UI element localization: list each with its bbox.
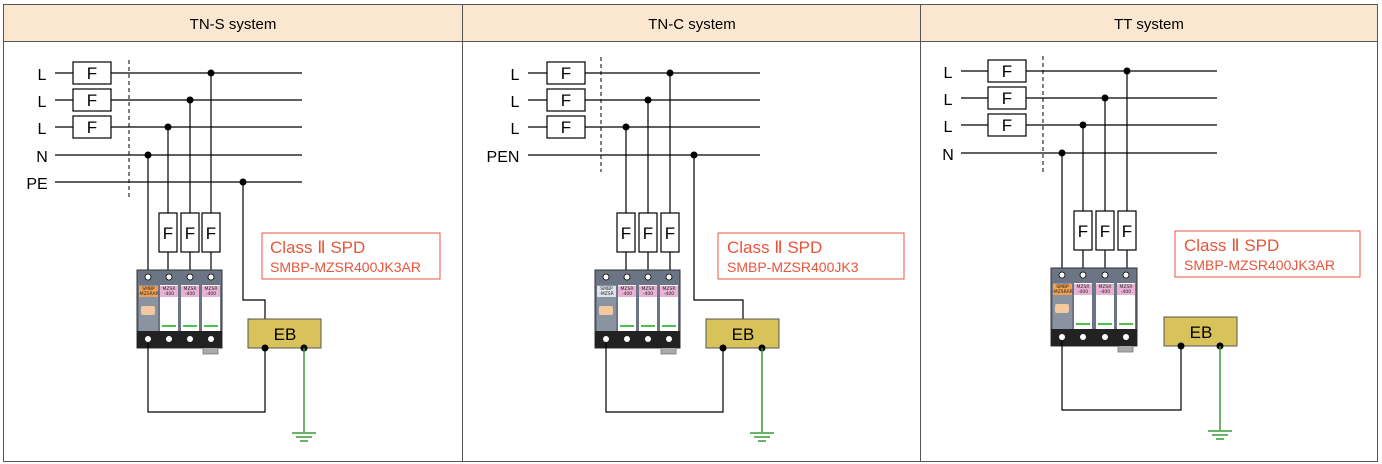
line-label-l2: L — [511, 94, 520, 111]
line-fuse: F — [72, 61, 112, 85]
panel-header — [463, 5, 920, 41]
svg-text:F: F — [561, 91, 571, 110]
svg-text:F: F — [665, 224, 675, 243]
svg-text:F: F — [1078, 222, 1088, 241]
line-label-pe: PE — [26, 176, 47, 193]
module-label: MZSR-400 — [1099, 284, 1112, 295]
svg-text:F: F — [87, 118, 97, 137]
spd-device: SMBP-MZSRAR MZSR-400 MZSR-400 MZSR-400 — [1050, 267, 1138, 353]
drop-fuse: F — [158, 212, 178, 253]
svg-text:F: F — [561, 118, 571, 137]
line-fuse: F — [987, 59, 1027, 83]
module-label: MZSR-400 — [1077, 284, 1090, 295]
drop-fuse: F — [1073, 210, 1093, 251]
drop-fuse: F — [638, 212, 658, 253]
svg-text:F: F — [206, 224, 216, 243]
drop-wires — [622, 69, 744, 321]
module-label: MZSR-400 — [642, 286, 655, 297]
equipotential-bar: EB — [1061, 316, 1238, 411]
line-fuse: F — [987, 113, 1027, 137]
outer-frame — [3, 4, 1378, 462]
drop-fuse: F — [660, 212, 680, 253]
equipotential-bar: EB — [147, 318, 322, 413]
spd-model: SMBP-MZSR400JK3AR — [1184, 257, 1335, 273]
line-fuse: F — [72, 115, 112, 139]
line-label-l1: L — [944, 65, 953, 82]
svg-text:F: F — [643, 224, 653, 243]
panel-title: TT system — [1114, 16, 1184, 33]
panel-title: TN-S system — [190, 16, 277, 33]
ground-icon — [750, 348, 774, 442]
line-label-l3: L — [511, 121, 520, 138]
spd-model: SMBP-MZSR400JK3AR — [270, 259, 421, 275]
line-label-l1: L — [511, 67, 520, 84]
line-label-n: N — [942, 147, 954, 164]
line-label-l1: L — [38, 67, 47, 84]
ground-icon — [292, 348, 316, 442]
panel-header — [4, 5, 462, 41]
drop-wires — [144, 69, 266, 321]
panel-title: TN-C system — [648, 16, 736, 33]
line-fuse: F — [72, 88, 112, 112]
line-fuse: F — [546, 115, 586, 139]
module-label: MZSR-400 — [163, 286, 176, 297]
module-label: SMBP-MZSRAR — [1052, 284, 1073, 295]
drop-fuse: F — [201, 212, 221, 253]
svg-text:EB: EB — [274, 325, 297, 344]
module-label: MZSR-400 — [1120, 284, 1133, 295]
drop-wires — [1058, 67, 1131, 270]
bus-wires — [961, 56, 1217, 172]
spd-title: Class Ⅱ SPD — [270, 238, 365, 257]
line-fuse: F — [987, 86, 1027, 110]
drop-fuse: F — [616, 212, 636, 253]
svg-text:F: F — [1002, 116, 1012, 135]
line-label-l3: L — [38, 121, 47, 138]
module-label: MZSR-400 — [663, 286, 676, 297]
panel-tn-s: TN-S system L L L N PE F F F — [4, 5, 462, 442]
svg-text:F: F — [185, 224, 195, 243]
equipotential-bar: EB — [605, 318, 780, 413]
svg-text:EB: EB — [732, 325, 755, 344]
module-label: SMBP-MZSR — [599, 286, 614, 297]
panel-tn-c: TN-C system L L L PEN F F F F F F — [463, 5, 920, 442]
svg-text:F: F — [1002, 62, 1012, 81]
bus-wires — [528, 57, 760, 172]
svg-text:EB: EB — [1190, 323, 1213, 342]
svg-text:F: F — [1002, 89, 1012, 108]
svg-text:F: F — [1100, 222, 1110, 241]
bus-wires — [55, 60, 302, 200]
svg-text:F: F — [561, 64, 571, 83]
drop-fuse: F — [1095, 210, 1115, 251]
module-label: MZSR-400 — [184, 286, 197, 297]
line-label-n: N — [36, 149, 48, 166]
spd-device: SMBP-MZSRAR MZSR-400 MZSR-400 MZSR-400 — [136, 269, 223, 355]
svg-text:F: F — [87, 91, 97, 110]
spd-label-box: Class Ⅱ SPD SMBP-MZSR400JK3AR — [261, 232, 441, 280]
panel-tt: TT system L L L N F F F F F F — [921, 5, 1377, 440]
svg-text:F: F — [163, 224, 173, 243]
line-label-pen: PEN — [487, 149, 520, 166]
module-label: MZSR-400 — [621, 286, 634, 297]
ground-icon — [1208, 346, 1232, 440]
panel-header — [921, 5, 1377, 41]
spd-title: Class Ⅱ SPD — [1184, 236, 1279, 255]
svg-text:F: F — [1122, 222, 1132, 241]
spd-label-box: Class Ⅱ SPD SMBP-MZSR400JK3AR — [1174, 230, 1361, 278]
svg-text:F: F — [621, 224, 631, 243]
spd-title: Class Ⅱ SPD — [727, 238, 822, 257]
line-fuse: F — [546, 88, 586, 112]
line-label-l3: L — [944, 119, 953, 136]
line-fuse: F — [546, 61, 586, 85]
spd-label-box: Class Ⅱ SPD SMBP-MZSR400JK3 — [717, 232, 905, 280]
line-label-l2: L — [944, 92, 953, 109]
drop-fuse: F — [1117, 210, 1137, 251]
spd-device: SMBP-MZSR MZSR-400 MZSR-400 MZSR-400 — [594, 269, 681, 355]
line-label-l2: L — [38, 94, 47, 111]
module-label: MZSR-400 — [205, 286, 218, 297]
svg-text:F: F — [87, 64, 97, 83]
drop-fuse: F — [180, 212, 200, 253]
module-label: SMBP-MZSRAR — [138, 286, 159, 297]
spd-model: SMBP-MZSR400JK3 — [727, 259, 859, 275]
